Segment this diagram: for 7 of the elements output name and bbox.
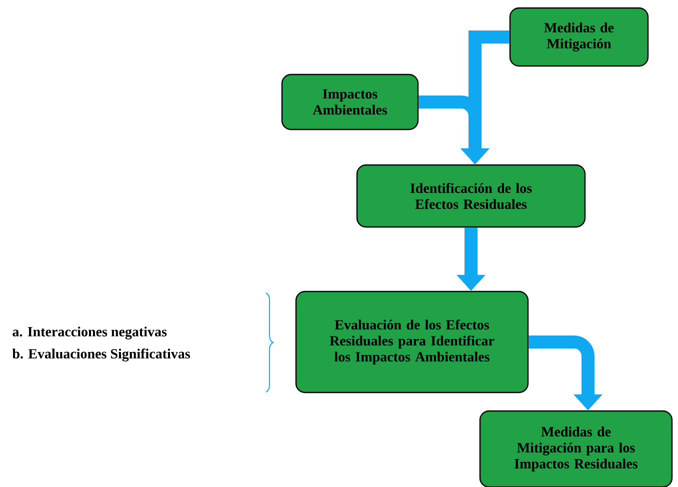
list-item: b. Evaluaciones Significativas — [12, 348, 190, 362]
process-box: Evaluación de los Efectos Residuales para Identificar los Impactos Ambientales — [295, 290, 529, 394]
process-box: Medidas de Mitigación para los Impactos Residuales — [479, 410, 673, 487]
process-box: Impactos Ambientales — [281, 74, 419, 130]
list-item: a. Interacciones negativas — [12, 326, 167, 340]
process-box: Medidas de Mitigación — [509, 7, 649, 67]
process-box: Identificación de los Efectos Residuales — [356, 164, 586, 228]
